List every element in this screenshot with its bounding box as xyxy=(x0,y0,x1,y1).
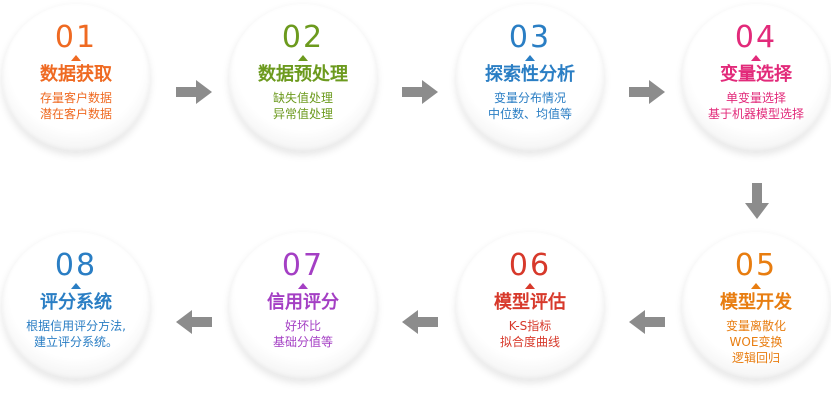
arrow-right-icon xyxy=(176,80,212,104)
step-04: 04 变量选择 单变量选择 基于机器模型选择 xyxy=(682,4,830,152)
step-title: 变量选择 xyxy=(720,64,792,85)
step-06: 06 模型评估 K-S指标 拟合度曲线 xyxy=(456,232,604,380)
triangle-marker xyxy=(525,283,535,289)
step-title: 信用评分 xyxy=(267,292,339,313)
step-desc-line: 根据信用评分方法, xyxy=(26,319,126,333)
step-desc-line: 异常值处理 xyxy=(272,107,333,121)
step-desc-line: 单变量选择 xyxy=(725,91,786,105)
step-desc-line: 基于机器模型选择 xyxy=(707,107,804,121)
arrow-right-icon xyxy=(629,80,665,104)
step-number: 05 xyxy=(734,248,778,283)
step-desc-line: 好坏比 xyxy=(284,319,321,333)
step-desc-line: 中位数、均值等 xyxy=(487,107,572,121)
triangle-marker xyxy=(525,55,535,61)
triangle-marker xyxy=(71,283,81,289)
step-title: 数据预处理 xyxy=(258,64,348,85)
step-desc-line: 拟合度曲线 xyxy=(499,335,560,349)
step-08: 08 评分系统 根据信用评分方法, 建立评分系统。 xyxy=(2,232,150,380)
triangle-marker xyxy=(751,55,761,61)
step-desc-line: WOE变换 xyxy=(729,335,783,349)
step-number: 07 xyxy=(281,248,325,283)
step-05: 05 模型开发 变量离散化 WOE变换 逻辑回归 xyxy=(682,232,830,380)
triangle-marker xyxy=(71,55,81,61)
step-desc-line: 逻辑回归 xyxy=(731,351,780,365)
step-07: 07 信用评分 好坏比 基础分值等 xyxy=(229,232,377,380)
step-desc-line: 变量分布情况 xyxy=(493,91,566,105)
step-title: 数据获取 xyxy=(40,64,112,85)
step-number: 02 xyxy=(281,20,325,55)
step-title: 探索性分析 xyxy=(485,64,575,85)
step-desc-line: K-S指标 xyxy=(508,319,552,333)
step-number: 03 xyxy=(508,20,552,55)
arrow-right-icon xyxy=(402,80,438,104)
step-desc-line: 建立评分系统。 xyxy=(33,335,118,349)
step-title: 模型开发 xyxy=(720,292,792,313)
arrow-left-icon xyxy=(402,310,438,334)
step-title: 模型评估 xyxy=(494,292,566,313)
step-desc-line: 基础分值等 xyxy=(272,335,333,349)
step-desc-line: 变量离散化 xyxy=(725,319,786,333)
arrow-left-icon xyxy=(629,310,665,334)
step-number: 04 xyxy=(734,20,778,55)
triangle-marker xyxy=(298,283,308,289)
step-03: 03 探索性分析 变量分布情况 中位数、均值等 xyxy=(456,4,604,152)
step-number: 08 xyxy=(54,248,98,283)
step-number: 01 xyxy=(54,20,98,55)
step-title: 评分系统 xyxy=(40,292,112,313)
step-01: 01 数据获取 存量客户数据 潜在客户数据 xyxy=(2,4,150,152)
step-desc-line: 存量客户数据 xyxy=(39,91,112,105)
step-desc-line: 潜在客户数据 xyxy=(39,107,112,121)
arrow-down-icon xyxy=(745,183,769,219)
step-number: 06 xyxy=(508,248,552,283)
step-desc-line: 缺失值处理 xyxy=(272,91,333,105)
arrow-left-icon xyxy=(176,310,212,334)
triangle-marker xyxy=(751,283,761,289)
step-02: 02 数据预处理 缺失值处理 异常值处理 xyxy=(229,4,377,152)
triangle-marker xyxy=(298,55,308,61)
